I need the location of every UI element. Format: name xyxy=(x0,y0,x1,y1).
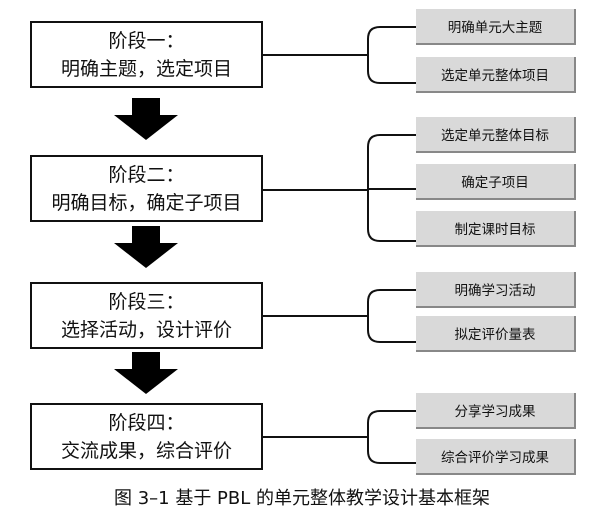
stage-title: 阶段三： xyxy=(108,290,185,313)
stage-3-box: 阶段三： 选择活动，设计评价 xyxy=(30,282,263,349)
sub-item: 制定课时目标 xyxy=(416,211,576,247)
sub-item: 拟定评价量表 xyxy=(416,316,576,352)
bracket xyxy=(367,26,416,84)
sub-item: 选定单元整体目标 xyxy=(416,117,576,153)
bracket xyxy=(367,410,416,464)
down-arrow-icon xyxy=(114,98,178,140)
stage-1-box: 阶段一： 明确主题，选定项目 xyxy=(30,21,263,88)
stage-2-box: 阶段二： 明确目标，确定子项目 xyxy=(30,155,263,222)
stage-title: 阶段一： xyxy=(108,29,185,52)
sub-item: 分享学习成果 xyxy=(416,393,576,429)
sub-item: 明确学习活动 xyxy=(416,272,576,308)
sub-item: 明确单元大主题 xyxy=(416,9,576,45)
stage-title: 阶段二： xyxy=(108,163,185,186)
stage-subtitle: 明确主题，选定项目 xyxy=(60,57,232,80)
sub-item: 确定子项目 xyxy=(416,164,576,200)
bracket xyxy=(367,134,416,242)
sub-item: 选定单元整体项目 xyxy=(416,57,576,93)
stage-title: 阶段四： xyxy=(108,411,185,434)
figure-caption: 图 3–1 基于 PBL 的单元整体教学设计基本框架 xyxy=(113,488,491,509)
stage-subtitle: 明确目标，确定子项目 xyxy=(51,191,242,214)
bracket xyxy=(367,289,416,343)
stage-subtitle: 选择活动，设计评价 xyxy=(60,318,232,341)
down-arrow-icon xyxy=(114,226,178,268)
stage-subtitle: 交流成果，综合评价 xyxy=(60,439,232,462)
sub-item: 综合评价学习成果 xyxy=(416,439,576,475)
down-arrow-icon xyxy=(114,352,178,394)
stage-4-box: 阶段四： 交流成果，综合评价 xyxy=(30,403,263,470)
